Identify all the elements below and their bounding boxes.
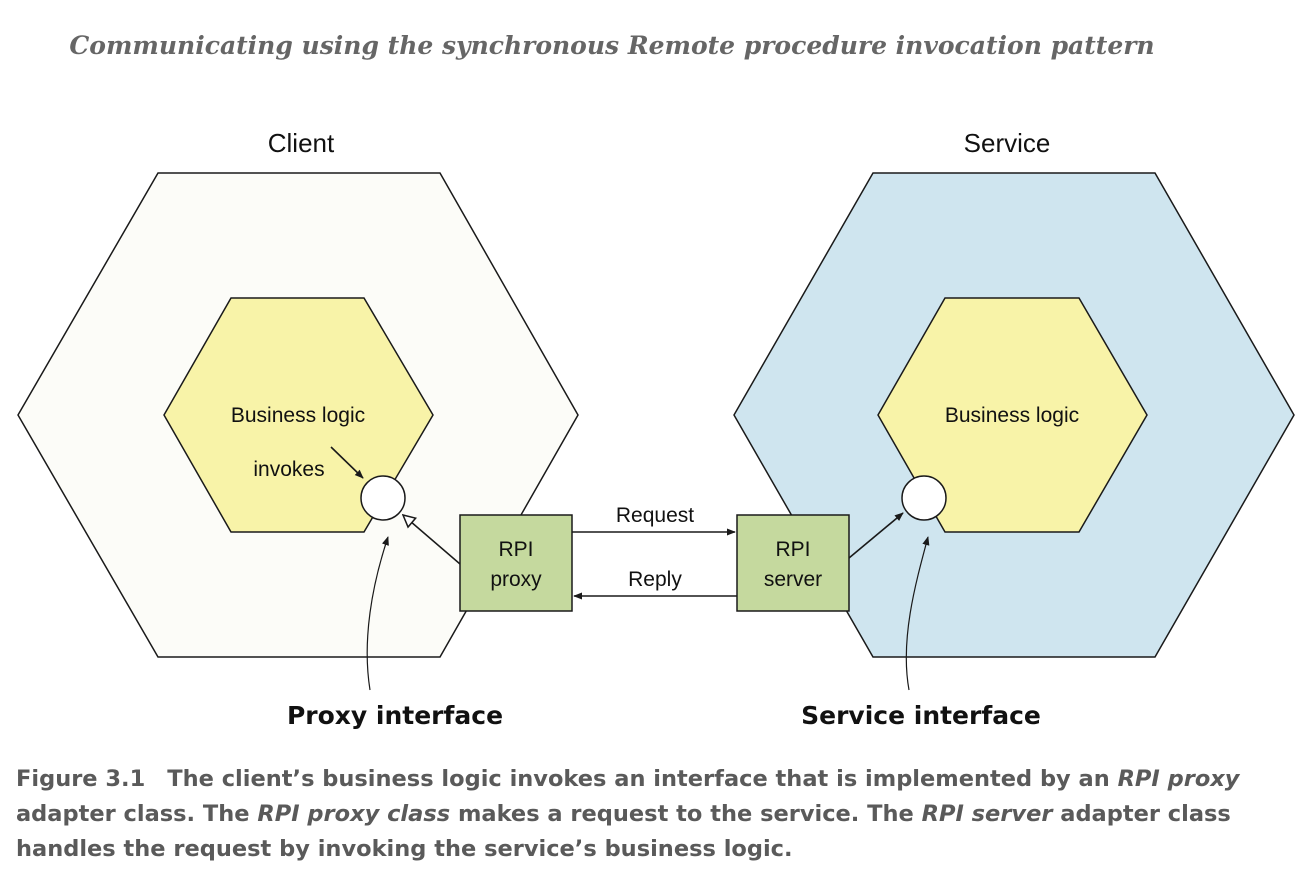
- caption-text-3: makes a request to the service. The: [450, 801, 922, 827]
- rpi-proxy-box: [459, 514, 573, 612]
- client-business-logic-hexagon: [163, 297, 434, 533]
- implements-arrow: [403, 515, 461, 565]
- invokes-arrow: [330, 446, 364, 479]
- caption-term-rpi-server: RPI server: [921, 801, 1053, 827]
- service-label: Service: [964, 128, 1051, 158]
- diagram-title: Communicating using the synchronous Remo…: [69, 31, 1154, 60]
- caption-term-rpi-proxy-class: RPI proxy class: [257, 801, 451, 827]
- caption-text-2: adapter class. The: [16, 801, 258, 827]
- request-label: Request: [616, 504, 694, 527]
- rpi-server-label-line2: server: [764, 568, 822, 591]
- caption-text-1: The client’s business logic invokes an i…: [167, 766, 1118, 792]
- proxy-interface-callout-line: [366, 536, 389, 691]
- figure-number: Figure 3.1: [16, 766, 146, 792]
- figure-caption: Figure 3.1 The client’s business logic in…: [16, 762, 1286, 867]
- proxy-interface-port: [360, 475, 406, 521]
- reply-label: Reply: [628, 568, 682, 591]
- service-interface-label: Service interface: [801, 701, 1041, 730]
- caption-term-rpi-proxy: RPI proxy: [1117, 766, 1240, 792]
- proxy-interface-label: Proxy interface: [287, 701, 503, 730]
- server-invokes-arrow: [848, 512, 904, 559]
- client-business-logic-label: Business logic: [231, 404, 365, 427]
- rpi-proxy-label-line2: proxy: [490, 568, 542, 591]
- rpi-server-label-line1: RPI: [775, 538, 810, 561]
- caption-text-4: adapter class handles the request by inv…: [16, 801, 1231, 862]
- client-label: Client: [268, 128, 335, 158]
- rpi-server-box: [736, 514, 850, 612]
- service-interface-port: [901, 475, 947, 521]
- service-interface-callout-line: [905, 536, 930, 691]
- rpi-proxy-label-line1: RPI: [498, 538, 533, 561]
- service-business-logic-label: Business logic: [945, 404, 1079, 427]
- service-business-logic-hexagon: [877, 297, 1148, 533]
- invokes-label: invokes: [253, 458, 324, 481]
